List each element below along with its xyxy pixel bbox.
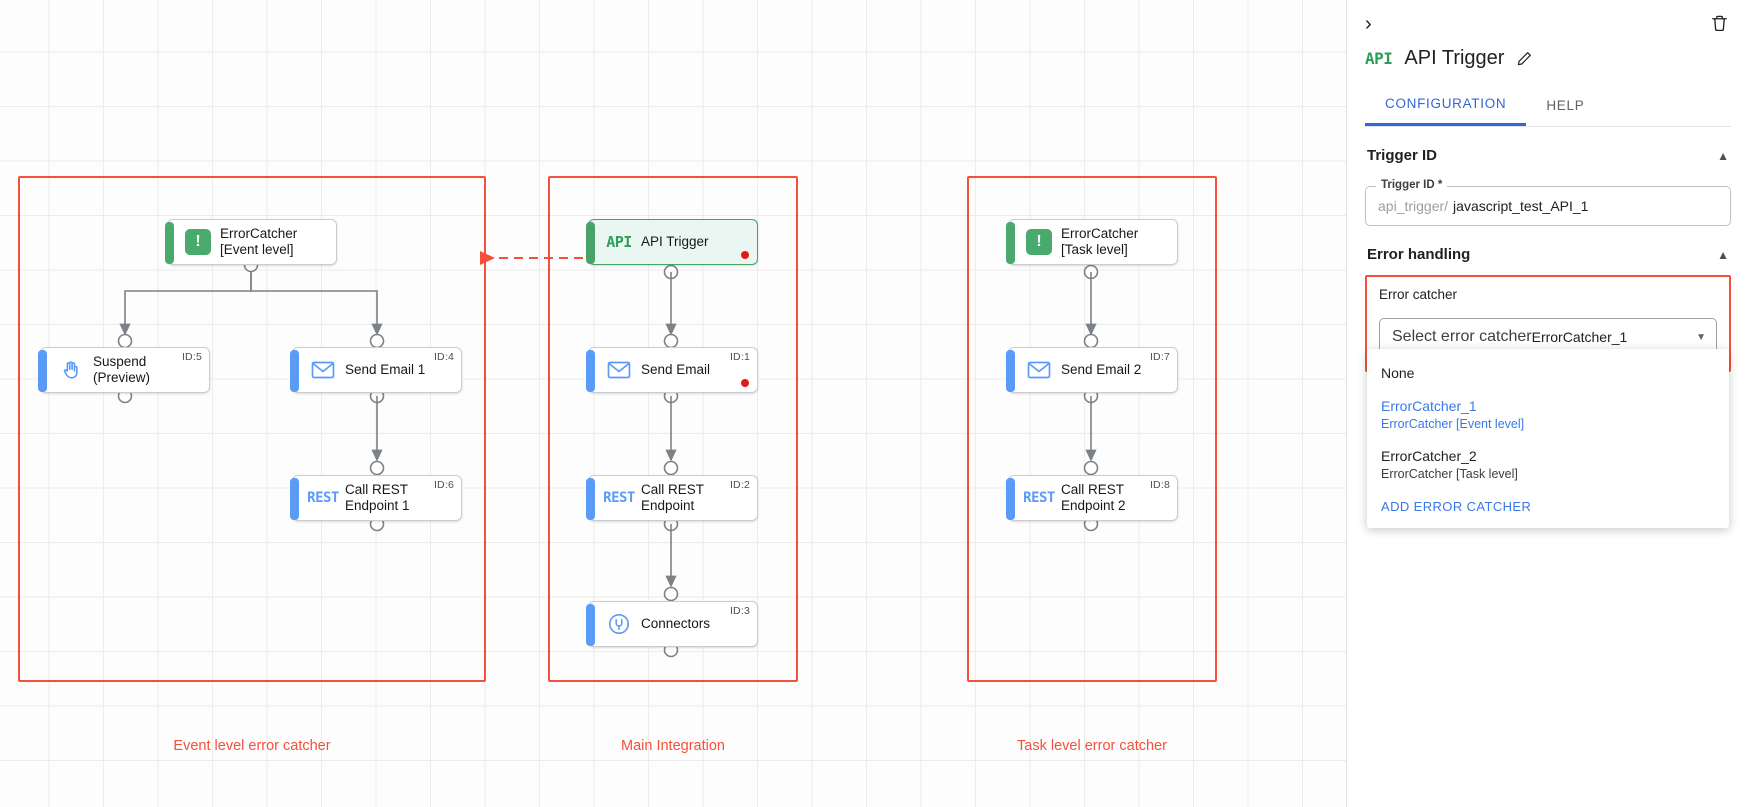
error-indicator-dot (741, 379, 749, 387)
rest-icon: REST (307, 490, 339, 506)
node-accent-bar (586, 222, 595, 264)
node-label: Call REST Endpoint (641, 482, 705, 513)
node-id-tag: ID:7 (1149, 351, 1170, 363)
option-primary: ErrorCatcher_1 (1381, 397, 1477, 414)
node-label: Call REST Endpoint 2 (1061, 482, 1126, 513)
section-title: Trigger ID (1367, 147, 1438, 164)
node-errorcatcher-event-level[interactable]: ! ErrorCatcher [Event level] (165, 219, 337, 265)
node-api-trigger[interactable]: API API Trigger (586, 219, 758, 265)
select-error-catcher-value: ErrorCatcher_1 (1531, 329, 1628, 345)
envelope-icon (301, 348, 345, 392)
node-label: Connectors (641, 616, 711, 632)
option-secondary: ErrorCatcher [Task level] (1381, 466, 1518, 481)
dropdown-option-none[interactable]: None (1367, 357, 1729, 390)
chevron-down-icon[interactable]: ▼ (1696, 331, 1706, 343)
node-call-rest-endpoint[interactable]: REST Call REST Endpoint ID:2 (586, 475, 758, 521)
trigger-id-value[interactable]: javascript_test_API_1 (1453, 198, 1589, 214)
node-label: API Trigger (641, 234, 709, 250)
panel-header: › API API Trigger CONFIGURATION (1347, 0, 1749, 127)
node-call-rest-endpoint-2[interactable]: REST Call REST Endpoint 2 ID:8 (1006, 475, 1178, 521)
node-label: ErrorCatcher [Event level] (220, 226, 298, 257)
node-suspend[interactable]: Suspend (Preview) ID:5 (38, 347, 210, 393)
edit-icon[interactable] (1516, 50, 1533, 67)
node-connectors[interactable]: Connectors ID:3 (586, 601, 758, 647)
node-call-rest-endpoint-1[interactable]: REST Call REST Endpoint 1 ID:6 (290, 475, 462, 521)
node-send-email-1[interactable]: Send Email 1 ID:4 (290, 347, 462, 393)
tab-help[interactable]: HELP (1526, 86, 1604, 126)
node-id-tag: ID:5 (181, 351, 202, 363)
group-caption-task-level: Task level error catcher (1017, 738, 1167, 754)
envelope-icon (1017, 348, 1061, 392)
node-send-email-2[interactable]: Send Email 2 ID:7 (1006, 347, 1178, 393)
node-accent-bar (1006, 350, 1015, 392)
hand-icon (49, 348, 93, 392)
trigger-id-field[interactable]: Trigger ID * api_trigger/ javascript_tes… (1365, 179, 1731, 226)
node-label: Send Email (641, 362, 711, 378)
dropdown-option-errorcatcher-2[interactable]: ErrorCatcher_2 ErrorCatcher [Task level] (1367, 440, 1729, 490)
node-id-tag: ID:3 (729, 605, 750, 617)
select-error-catcher-label: Select error catcher (1392, 328, 1532, 345)
option-primary: ErrorCatcher_2 (1381, 447, 1477, 464)
option-secondary: ErrorCatcher [Event level] (1381, 416, 1525, 431)
node-accent-bar (165, 222, 174, 264)
node-label: Call REST Endpoint 1 (345, 482, 410, 513)
group-caption-event-level: Event level error catcher (173, 738, 331, 754)
chevron-up-icon: ▲ (1717, 148, 1729, 163)
exclamation-icon: ! (176, 220, 220, 264)
node-id-tag: ID:6 (433, 479, 454, 491)
connectors-icon (597, 602, 641, 646)
group-box-task-level[interactable] (967, 176, 1217, 682)
api-icon: API (1365, 49, 1393, 68)
error-indicator-dot (741, 251, 749, 259)
delete-icon[interactable] (1708, 12, 1731, 38)
workflow-canvas[interactable]: Event level error catcher Main Integrati… (0, 0, 1346, 807)
panel-title-row: API API Trigger (1365, 47, 1731, 70)
node-label: ErrorCatcher [Task level] (1061, 226, 1139, 257)
envelope-icon (597, 348, 641, 392)
node-id-tag: ID:1 (729, 351, 750, 363)
error-catcher-group: Error catcher Select error catcher Error… (1365, 275, 1731, 529)
node-accent-bar (586, 478, 595, 520)
node-send-email[interactable]: Send Email ID:1 (586, 347, 758, 393)
chevron-up-icon: ▲ (1717, 247, 1729, 262)
node-errorcatcher-task-level[interactable]: ! ErrorCatcher [Task level] (1006, 219, 1178, 265)
tab-configuration[interactable]: CONFIGURATION (1365, 86, 1527, 126)
api-icon: API (606, 233, 632, 251)
section-header-trigger-id[interactable]: Trigger ID ▲ (1365, 127, 1731, 168)
node-label: Send Email 1 (345, 362, 426, 378)
section-title: Error handling (1367, 246, 1471, 263)
trigger-id-label: Trigger ID * (1376, 179, 1448, 191)
properties-panel: › API API Trigger CONFIGURATION (1346, 0, 1749, 807)
dropdown-option-errorcatcher-1[interactable]: ErrorCatcher_1 ErrorCatcher [Event level… (1367, 390, 1729, 440)
option-primary: None (1381, 365, 1415, 381)
error-catcher-title: Error catcher (1379, 287, 1458, 302)
section-header-error-handling[interactable]: Error handling ▲ (1365, 226, 1731, 267)
node-label: Send Email 2 (1061, 362, 1142, 378)
node-id-tag: ID:2 (729, 479, 750, 491)
node-id-tag: ID:8 (1149, 479, 1170, 491)
group-caption-main-integration: Main Integration (621, 738, 725, 754)
node-label: Suspend (Preview) (93, 354, 151, 385)
group-box-main-integration[interactable] (548, 176, 798, 682)
node-accent-bar (290, 350, 299, 392)
node-id-tag: ID:4 (433, 351, 454, 363)
node-accent-bar (586, 604, 595, 646)
panel-tabs: CONFIGURATION HELP (1365, 86, 1731, 127)
node-accent-bar (1006, 222, 1015, 264)
panel-body: Trigger ID ▲ Trigger ID * api_trigger/ j… (1347, 127, 1749, 807)
add-error-catcher-button[interactable]: ADD ERROR CATCHER (1381, 499, 1532, 515)
group-box-event-level[interactable] (18, 176, 486, 682)
error-catcher-dropdown: None ErrorCatcher_1 ErrorCatcher [Event … (1367, 349, 1729, 529)
node-accent-bar (38, 350, 47, 392)
trigger-id-prefix: api_trigger/ (1378, 198, 1449, 214)
exclamation-icon: ! (1017, 220, 1061, 264)
rest-icon: REST (1023, 490, 1055, 506)
node-accent-bar (290, 478, 299, 520)
node-accent-bar (586, 350, 595, 392)
collapse-panel-icon[interactable]: › (1365, 13, 1372, 35)
page-title: API Trigger (1404, 47, 1505, 69)
rest-icon: REST (603, 490, 635, 506)
node-accent-bar (1006, 478, 1015, 520)
